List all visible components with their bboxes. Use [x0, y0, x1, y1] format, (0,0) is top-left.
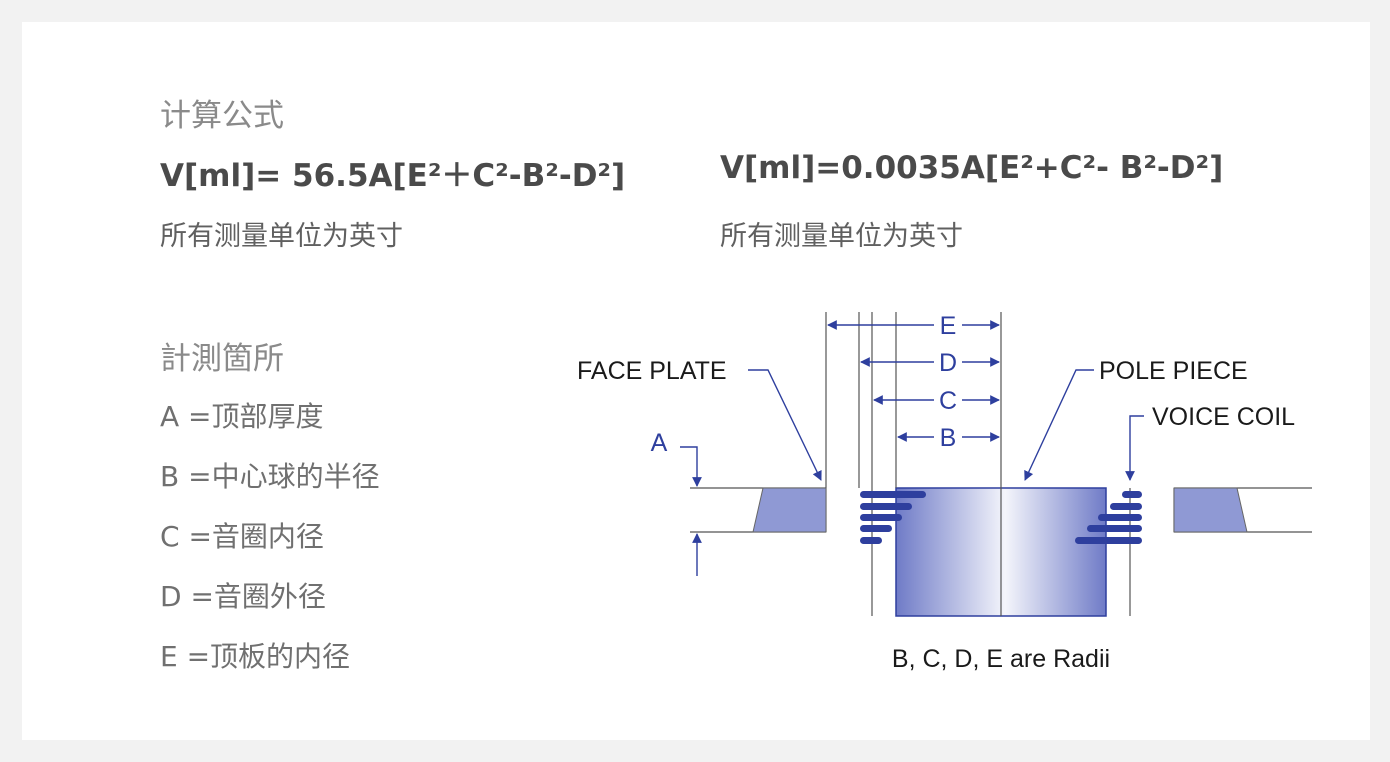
label-voice-coil: VOICE COIL — [1152, 403, 1295, 431]
label-pole-piece: POLE PIECE — [1099, 357, 1248, 385]
dimension-arrows — [680, 320, 1000, 576]
units-note-left: 所有测量单位为英寸 — [160, 221, 403, 252]
reference-lines — [825, 312, 1131, 616]
label-d: D — [939, 349, 957, 377]
label-c: C — [939, 387, 957, 415]
voice-coil-right — [1075, 491, 1142, 544]
measure-item-e: E =顶板的内径 — [160, 640, 351, 673]
measure-item-b: B =中心球的半径 — [160, 460, 380, 493]
diagram-caption: B, C, D, E are Radii — [892, 645, 1110, 673]
face-plate-left — [752, 487, 827, 533]
units-note-right: 所有测量单位为英寸 — [720, 221, 963, 252]
label-a: A — [651, 429, 668, 457]
formula-imperial: V[ml]=0.0035A[E²+C²- B²-D²] — [720, 150, 1224, 186]
face-plate-right — [1173, 487, 1248, 533]
label-b: B — [940, 424, 957, 452]
formula-title: 计算公式 — [160, 98, 284, 134]
voice-coil-left — [860, 491, 926, 544]
label-e: E — [940, 312, 957, 340]
measure-title: 計測箇所 — [160, 341, 284, 377]
label-face-plate: FACE PLATE — [577, 357, 727, 385]
measure-item-c: C =音圈内径 — [160, 520, 324, 553]
leader-lines — [748, 369, 1144, 481]
measure-item-d: D =音圈外径 — [160, 580, 326, 613]
content-card — [22, 22, 1370, 740]
measure-item-a: A =顶部厚度 — [160, 400, 324, 433]
formula-metric: V[ml]= 56.5A[E²＋C²-B²-D²] — [160, 158, 626, 194]
